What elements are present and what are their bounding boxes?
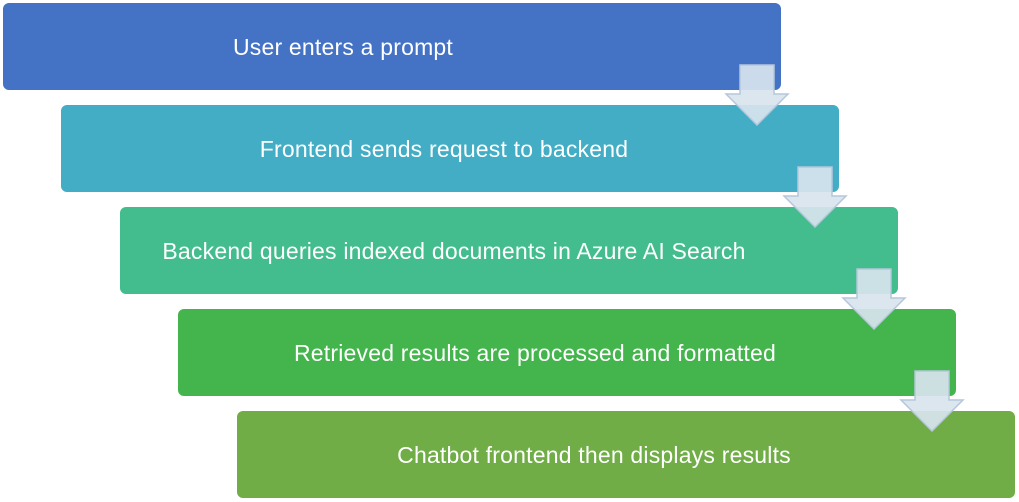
down-arrow-icon <box>841 268 907 330</box>
down-arrow-icon <box>899 370 965 432</box>
flow-step-label: User enters a prompt <box>232 33 454 60</box>
flow-step-5: Chatbot frontend then displays results <box>237 411 1015 498</box>
flow-step-1: User enters a prompt <box>3 3 781 90</box>
flow-step-label: Retrieved results are processed and form… <box>293 339 777 366</box>
down-arrow-icon <box>782 166 848 228</box>
flow-step-label: Chatbot frontend then displays results <box>397 441 791 468</box>
flow-step-3: Backend queries indexed documents in Azu… <box>120 207 898 294</box>
flow-step-label: Frontend sends request to backend <box>259 135 629 162</box>
flow-step-4: Retrieved results are processed and form… <box>178 309 956 396</box>
flow-step-2: Frontend sends request to backend <box>61 105 839 192</box>
down-arrow-icon <box>724 64 790 126</box>
flow-step-label: Backend queries indexed documents in Azu… <box>162 237 746 264</box>
